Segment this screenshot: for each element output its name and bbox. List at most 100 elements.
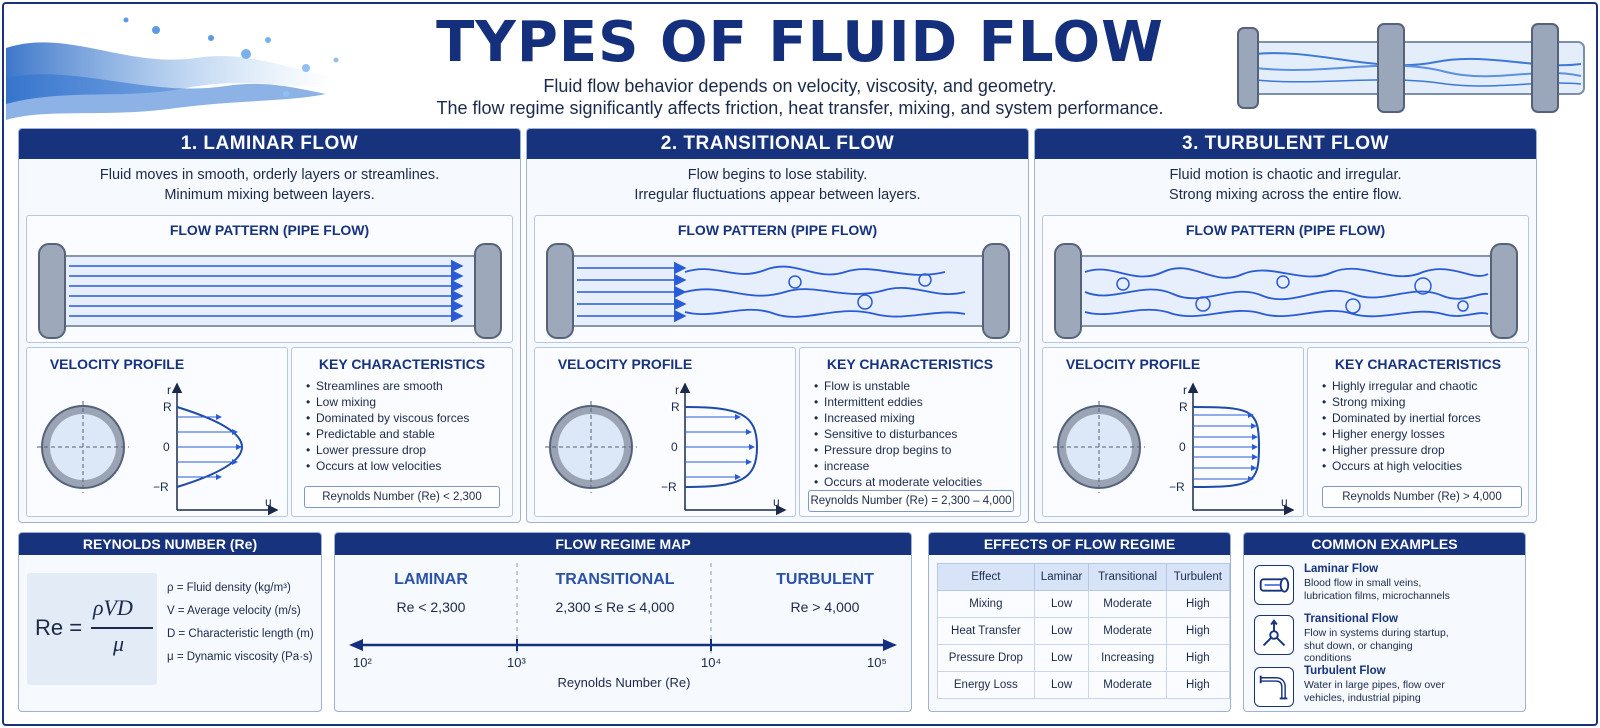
axis-u-label: u [1281, 495, 1288, 509]
velocity-profile-title: VELOCITY PROFILE [1065, 356, 1201, 372]
example-description: Water in large pipes, flow over vehicles… [1304, 679, 1524, 704]
column-header: Laminar [1033, 563, 1090, 591]
example-description-line: shut down, or changing [1304, 639, 1413, 652]
list-item: Lower pressure drop [306, 442, 512, 458]
table-cell: High [1165, 590, 1231, 618]
definition-length: D = Characteristic length (m) [167, 628, 314, 640]
table-cell: Pressure Drop [937, 644, 1035, 672]
list-item: Low mixing [306, 394, 512, 410]
regime-label-transitional: TRANSITIONAL [555, 571, 675, 588]
tick-label: 10³ [507, 655, 526, 670]
table-cell: High [1165, 671, 1231, 699]
flow-regime-map-panel: FLOW REGIME MAP LAMINAR Re < 2,300 TRANS… [334, 532, 912, 712]
example-description-line: Blood flow in small veins, [1304, 577, 1422, 589]
table-header-row: Effect Laminar Transitional Turbulent [937, 563, 1231, 591]
effects-of-flow-regime-panel: EFFECTS OF FLOW REGIME Effect Laminar Tr… [928, 532, 1231, 712]
list-item: Intermittent eddies [814, 394, 1020, 410]
regime-axis [349, 563, 897, 653]
example-turbulent: Turbulent Flow Water in large pipes, flo… [1254, 665, 1524, 713]
page-subtitle-line1: Fluid flow behavior depends on velocity,… [543, 76, 1057, 96]
effects-title: EFFECTS OF FLOW REGIME [929, 533, 1230, 555]
laminar-pipe-illustration [38, 243, 502, 339]
tick-label: 10⁵ [867, 655, 887, 670]
velocity-profile-title: VELOCITY PROFILE [49, 356, 185, 372]
axis-r-label: r [167, 383, 171, 397]
list-item: Occurs at moderate velocities [814, 474, 1020, 490]
tick-label: 10⁴ [701, 655, 722, 670]
reynolds-panel-title: REYNOLDS NUMBER (Re) [19, 533, 321, 555]
list-item: Increased mixing [814, 410, 1020, 426]
turbulent-flow-panel: 3. TURBULENT FLOW Fluid motion is chaoti… [1034, 128, 1537, 523]
example-title: Laminar Flow [1304, 563, 1379, 575]
velocity-profile-title: VELOCITY PROFILE [557, 356, 693, 372]
examples-title: COMMON EXAMPLES [1244, 533, 1525, 555]
laminar-flow-panel: 1. LAMINAR FLOW Fluid moves in smooth, o… [18, 128, 521, 523]
common-examples-panel: COMMON EXAMPLES Laminar Flow Blood flow … [1243, 532, 1526, 712]
axis-u-label: u [773, 495, 780, 509]
definition-viscosity: μ = Dynamic viscosity (Pa·s) [167, 651, 313, 663]
velocity-profile-box: VELOCITY PROFILE r R 0 −R u [1042, 347, 1304, 517]
table-cell: Increasing [1088, 644, 1167, 672]
table-cell: Moderate [1088, 617, 1167, 645]
example-description: Blood flow in small veins, lubrication f… [1304, 577, 1524, 602]
formula-denominator: μ [113, 631, 125, 656]
effects-table: Effect Laminar Transitional Turbulent Mi… [937, 563, 1231, 699]
flow-pattern-title: FLOW PATTERN (PIPE FLOW) [1185, 222, 1386, 238]
regime-range-transitional: 2,300 ≤ Re ≤ 4,000 [555, 599, 675, 615]
axis-r-label: r [1183, 383, 1187, 397]
list-item: Strong mixing [1322, 394, 1528, 410]
key-characteristics-box: KEY CHARACTERISTICS Highly irregular and… [1307, 347, 1529, 517]
transitional-velocity-profile: r R 0 −R u [545, 382, 787, 516]
reynolds-definitions: ρ = Fluid density (kg/m³) V = Average ve… [167, 577, 314, 669]
tick-label: 10² [353, 655, 372, 670]
piping-icon [1254, 667, 1294, 707]
formula-numerator: ρVD [93, 595, 133, 620]
table-row: Mixing Low Moderate High [937, 590, 1231, 618]
example-description-line: vehicles, industrial piping [1304, 691, 1421, 704]
table-cell: High [1165, 617, 1231, 645]
axis-r-label: r [675, 383, 679, 397]
key-characteristics-title: KEY CHARACTERISTICS [826, 356, 994, 372]
table-cell: Moderate [1088, 671, 1167, 699]
table-cell: Low [1033, 617, 1090, 645]
example-description: Flow in systems during startup, shut dow… [1304, 627, 1524, 665]
panel-description-line1: Fluid moves in smooth, orderly layers or… [99, 167, 440, 183]
flow-pattern-title: FLOW PATTERN (PIPE FLOW) [169, 222, 370, 238]
table-cell: Low [1033, 590, 1090, 618]
axis-r-bottom: −R [153, 480, 169, 494]
axis-r-top: R [1179, 400, 1188, 414]
regime-range-turbulent: Re > 4,000 [790, 599, 860, 615]
example-description-line: Water in large pipes, flow over [1304, 679, 1445, 691]
list-item: Sensitive to disturbances [814, 426, 1020, 442]
table-row: Energy Loss Low Moderate High [937, 671, 1231, 699]
table-cell: Heat Transfer [937, 617, 1035, 645]
regime-label-turbulent: TURBULENT [776, 571, 874, 588]
list-item: Streamlines are smooth [306, 378, 512, 394]
key-characteristics-title: KEY CHARACTERISTICS [1334, 356, 1502, 372]
definition-density: ρ = Fluid density (kg/m³) [167, 582, 291, 594]
reynolds-number-panel: REYNOLDS NUMBER (Re) Re = ρVD μ ρ = Flui… [18, 532, 322, 712]
example-title: Transitional Flow [1304, 613, 1398, 625]
list-item: Predictable and stable [306, 426, 512, 442]
list-item: Dominated by viscous forces [306, 410, 512, 426]
velocity-profile-box: VELOCITY PROFILE r R 0 −R u [534, 347, 796, 517]
flow-pattern-title: FLOW PATTERN (PIPE FLOW) [677, 222, 878, 238]
regime-axis-label: Reynolds Number (Re) [557, 675, 691, 690]
flow-pattern-box: FLOW PATTERN (PIPE FLOW) [1042, 215, 1529, 343]
formula-lhs: Re = [35, 615, 83, 640]
regime-map-title: FLOW REGIME MAP [335, 533, 911, 555]
reynolds-formula: Re = ρVD μ [27, 573, 157, 685]
axis-u-label: u [265, 495, 272, 509]
transitional-flow-panel: 2. TRANSITIONAL FLOW Flow begins to lose… [526, 128, 1029, 523]
list-item: Occurs at high velocities [1322, 458, 1528, 474]
example-title: Turbulent Flow [1304, 665, 1386, 677]
table-cell: High [1165, 644, 1231, 672]
list-item: Flow is unstable [814, 378, 1020, 394]
turbulent-pipe-illustration [1054, 243, 1518, 339]
list-item: Occurs at low velocities [306, 458, 512, 474]
panel-description-line1: Fluid motion is chaotic and irregular. [1169, 167, 1402, 183]
column-header: Transitional [1088, 563, 1167, 591]
key-characteristics-box: KEY CHARACTERISTICS Streamlines are smoo… [291, 347, 513, 517]
velocity-profile-box: VELOCITY PROFILE r R 0 −R u [26, 347, 288, 517]
